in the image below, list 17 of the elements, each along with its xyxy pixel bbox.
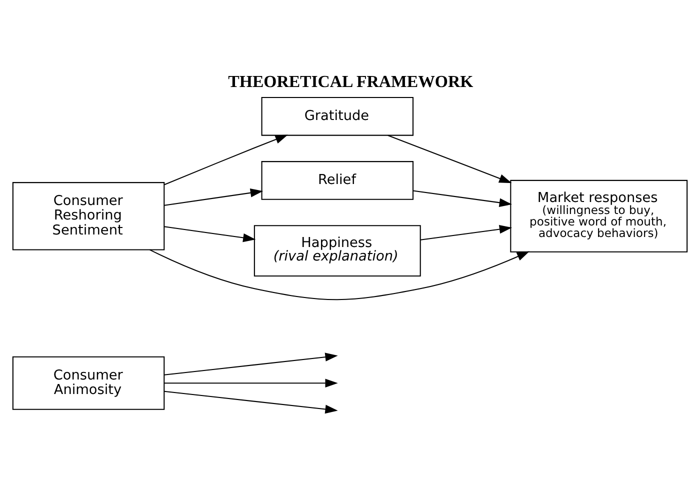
- node-box: Consumer Animosity: [12, 356, 165, 410]
- arrow: [164, 352, 338, 375]
- arrow: [150, 248, 530, 300]
- node-box: Gratitude: [261, 96, 414, 136]
- arrow: [164, 378, 338, 388]
- arrow: [164, 226, 256, 242]
- arrow: [164, 188, 264, 206]
- arrow: [164, 390, 338, 414]
- diagram-title: THEORETICAL FRAMEWORK: [228, 71, 474, 90]
- arrow: [388, 134, 512, 183]
- node-box: Relief: [261, 160, 414, 200]
- node-box: Consumer Reshoring Sentiment: [12, 182, 165, 250]
- node-box: Happiness (rival explanation): [254, 224, 421, 276]
- node-box: Market responses (willingness to buy, positive word of mouth, advocacy behaviors): [510, 179, 688, 252]
- arrow: [164, 134, 288, 185]
- arrow: [413, 190, 512, 206]
- arrow: [420, 224, 512, 240]
